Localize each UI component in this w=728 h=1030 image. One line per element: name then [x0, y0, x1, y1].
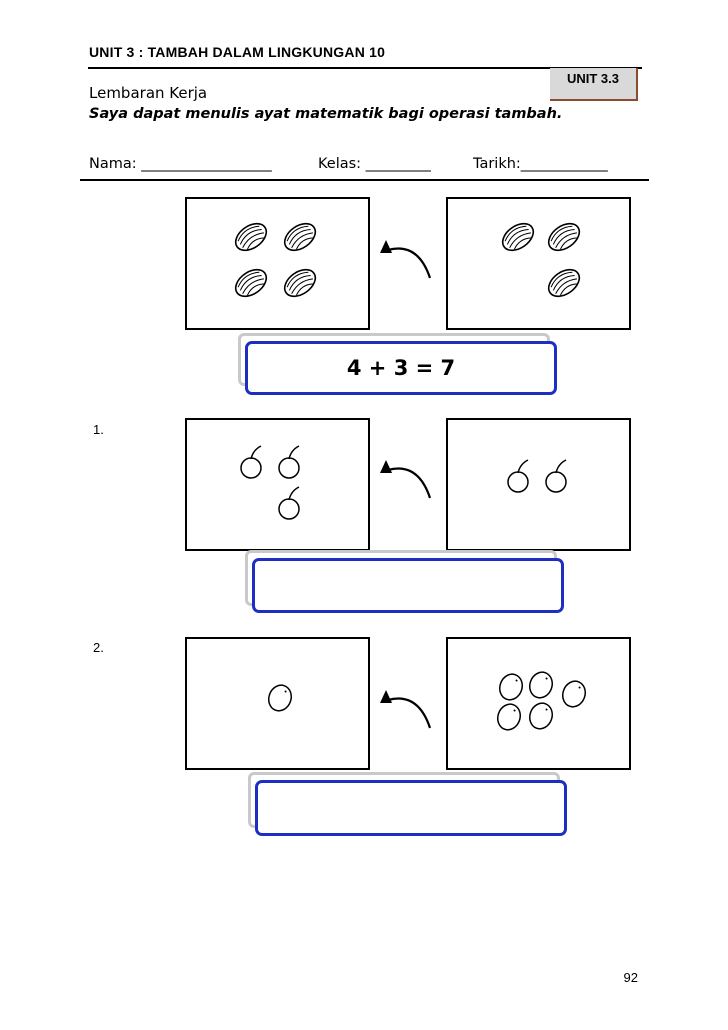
egg-icon: [267, 684, 293, 712]
watermelon-icon: [547, 268, 581, 298]
egg-icon: [528, 702, 554, 730]
arrow-icon: [380, 240, 432, 279]
example-left-frame: [185, 197, 370, 330]
unit-badge: UNIT 3.3: [550, 68, 638, 101]
apple-icon: [278, 445, 300, 479]
example-answer-box: 4 + 3 = 7: [245, 341, 557, 395]
worksheet-label: Lembaran Kerja: [89, 84, 208, 102]
question-2-left-frame: [185, 637, 370, 770]
watermelon-icon: [283, 222, 317, 252]
question-2-right-frame: [446, 637, 631, 770]
question-number: 2.: [93, 640, 104, 655]
apple-icon: [278, 486, 300, 520]
apple-icon: [545, 459, 567, 493]
watermelon-icon: [234, 268, 268, 298]
question-2-answer-box[interactable]: [255, 780, 567, 836]
example-right-frame: [446, 197, 631, 330]
apple-icon: [240, 445, 262, 479]
question-number: 1.: [93, 422, 104, 437]
egg-icon: [528, 671, 554, 699]
question-1-answer-box[interactable]: [252, 558, 564, 613]
question-1-left-frame: [185, 418, 370, 551]
apple-group-left: [240, 445, 300, 520]
egg-icon: [498, 673, 524, 701]
watermelon-group-right: [501, 222, 581, 298]
watermelon-group-left: [234, 222, 317, 298]
egg-icon: [496, 703, 522, 731]
watermelon-icon: [547, 222, 581, 252]
page-number: 92: [623, 970, 638, 985]
watermelon-icon: [501, 222, 535, 252]
apple-group-right: [507, 459, 567, 493]
unit-title: UNIT 3 : TAMBAH DALAM LINGKUNGAN 10: [89, 44, 386, 60]
apple-icon: [507, 459, 529, 493]
question-1-right-frame: [446, 418, 631, 551]
egg-group-right: [496, 671, 587, 731]
date-field[interactable]: Tarikh:____________: [473, 156, 608, 172]
egg-icon: [561, 680, 587, 708]
arrow-icon: [380, 690, 432, 729]
arrow-icon: [380, 460, 432, 499]
class-field[interactable]: Kelas: _________: [318, 156, 431, 172]
form-divider: [80, 179, 649, 181]
egg-group-left: [267, 684, 293, 712]
worksheet-objective: Saya dapat menulis ayat matematik bagi o…: [89, 106, 563, 122]
watermelon-icon: [283, 268, 317, 298]
watermelon-icon: [234, 222, 268, 252]
name-field[interactable]: Nama: __________________: [89, 156, 272, 172]
header-divider: [88, 67, 642, 69]
